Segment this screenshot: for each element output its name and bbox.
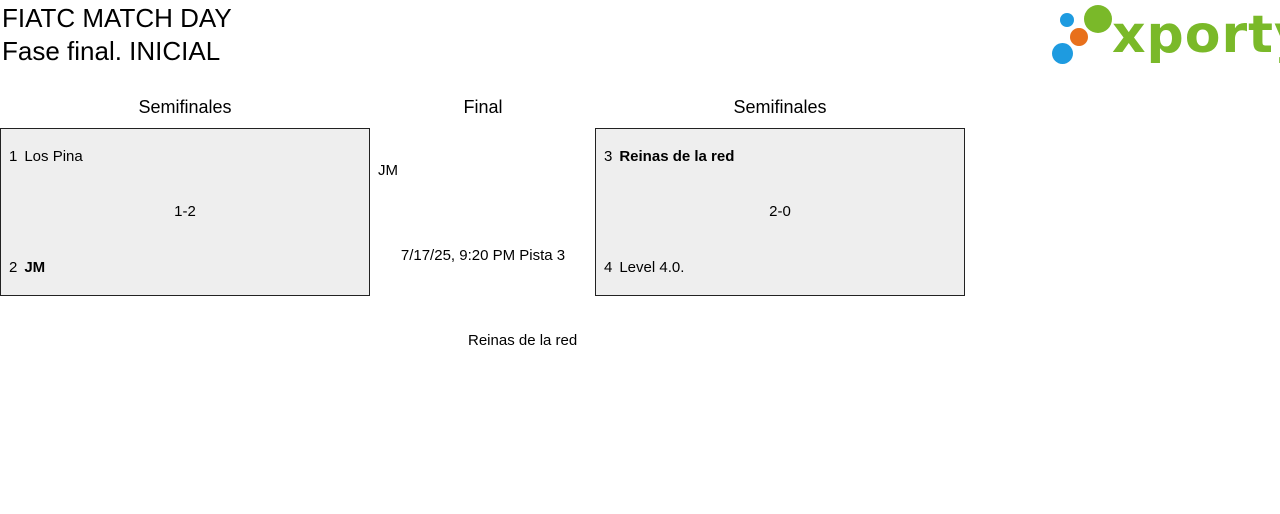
team-seed: 4 xyxy=(604,259,613,276)
match-box-semifinal-left[interactable]: 1 Los Pina 1-2 2 JM xyxy=(0,128,370,296)
team-seed: 2 xyxy=(9,259,18,276)
team-row: 4 Level 4.0. xyxy=(604,259,684,277)
round-header-semifinal-right: Semifinales xyxy=(733,97,827,117)
final-schedule: 7/17/25, 9:20 PM Pista 3 xyxy=(400,247,566,264)
team-name-winner: Reinas de la red xyxy=(619,148,735,165)
team-row: 1 Los Pina xyxy=(9,148,83,166)
team-seed: 3 xyxy=(604,148,613,165)
final-team-1: JM xyxy=(378,162,398,179)
team-seed: 1 xyxy=(9,148,18,165)
round-header-semifinal-left: Semifinales xyxy=(138,97,232,117)
logo-wordmark: xporty xyxy=(1112,5,1280,65)
team-row: 2 JM xyxy=(9,259,45,277)
logo-dot-icon xyxy=(1070,28,1088,46)
match-box-semifinal-right[interactable]: 3 Reinas de la red 2-0 4 Level 4.0. xyxy=(595,128,965,296)
logo-dot-icon xyxy=(1084,5,1112,33)
round-header-final: Final xyxy=(463,97,503,117)
team-name: Level 4.0. xyxy=(619,259,685,276)
logo-dot-icon xyxy=(1060,13,1074,27)
team-row: 3 Reinas de la red xyxy=(604,148,734,166)
page-subtitle: Fase final. INICIAL xyxy=(2,36,221,66)
page-title: FIATC MATCH DAY xyxy=(2,3,232,33)
final-team-2: Reinas de la red xyxy=(468,332,578,349)
team-name: Los Pina xyxy=(24,148,83,165)
match-score: 2-0 xyxy=(769,203,791,220)
xporty-logo: xporty xyxy=(1050,4,1280,68)
match-score: 1-2 xyxy=(174,203,196,220)
team-name-winner: JM xyxy=(24,259,46,276)
logo-dot-icon xyxy=(1052,43,1073,64)
